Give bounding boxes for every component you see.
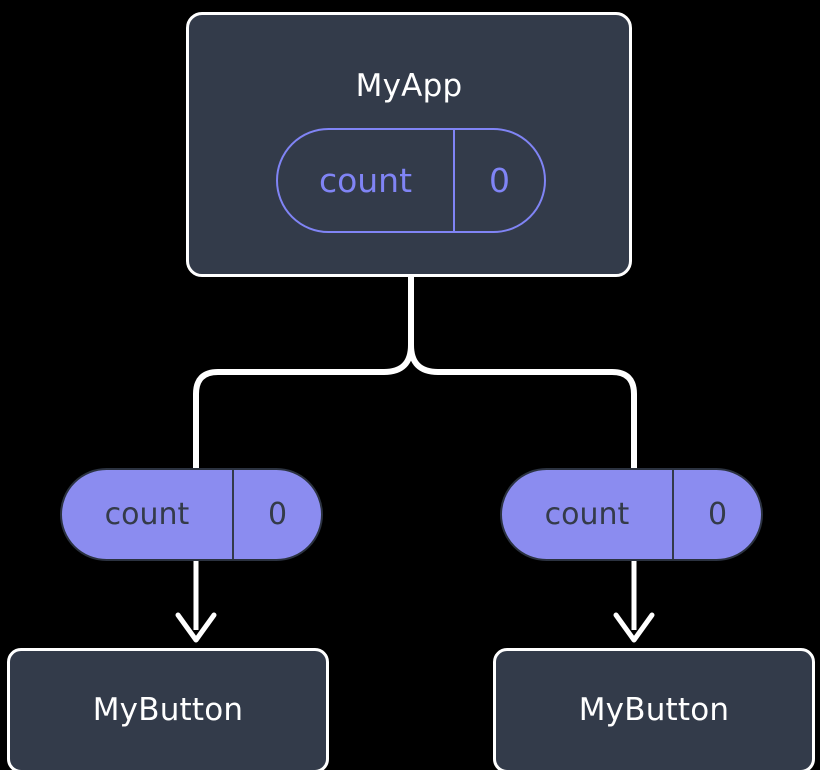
prop-pill-left-key: count bbox=[62, 470, 234, 559]
branch-connector-path-right bbox=[408, 274, 637, 473]
prop-pill-left-value: 0 bbox=[267, 496, 288, 532]
component-node-mybutton-left[interactable]: MyButton bbox=[7, 648, 329, 770]
prop-pill-right-key: count bbox=[502, 470, 674, 559]
state-pill-root-value: 0 bbox=[489, 161, 510, 200]
component-title-mybutton-right: MyButton bbox=[578, 692, 730, 728]
prop-pill-right-value: 0 bbox=[707, 496, 728, 532]
component-title-mybutton-left: MyButton bbox=[92, 692, 244, 728]
prop-arrow-left-head bbox=[175, 612, 217, 643]
branch-connector-path bbox=[193, 274, 414, 473]
state-pill-root-key: count bbox=[278, 130, 455, 231]
prop-pill-left[interactable]: count 0 bbox=[60, 468, 323, 561]
state-pill-root[interactable]: count 0 bbox=[276, 128, 546, 233]
component-node-mybutton-right[interactable]: MyButton bbox=[493, 648, 815, 770]
prop-arrow-right-head bbox=[613, 612, 655, 643]
component-title-myapp: MyApp bbox=[355, 68, 463, 104]
prop-pill-right[interactable]: count 0 bbox=[500, 468, 763, 561]
